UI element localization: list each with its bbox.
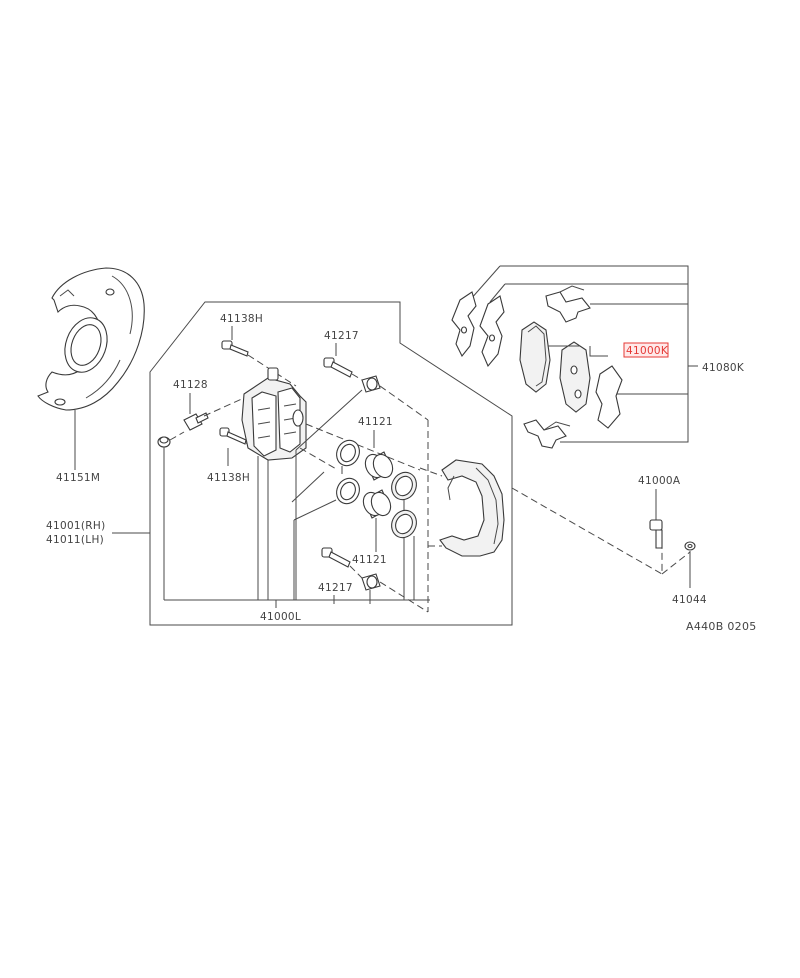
label-41128[interactable]: 41128 [173, 379, 208, 391]
piston-bottom-part[interactable] [360, 489, 394, 519]
label-41001-rh[interactable]: 41001(RH) [46, 520, 106, 532]
bleeder-cap-part[interactable] [157, 436, 171, 448]
brake-pad-inner-part[interactable] [559, 341, 591, 413]
caliper-body-part[interactable] [241, 367, 307, 461]
label-41044[interactable]: 41044 [672, 594, 707, 606]
label-41011-lh[interactable]: 41011(LH) [46, 534, 104, 546]
pin-sleeve-bottom-part[interactable] [321, 547, 351, 568]
piston-seal-top-part[interactable] [333, 437, 364, 470]
anti-squeal-shim-outer-part[interactable] [451, 291, 477, 358]
pad-retainer-clip-bottom-part[interactable] [523, 419, 571, 449]
label-41121-top[interactable]: 41121 [358, 416, 393, 428]
dust-boot-bottom-part[interactable] [387, 506, 421, 542]
pin-boot-bottom-part[interactable] [361, 573, 381, 591]
washer-part[interactable] [684, 541, 696, 551]
pad-kit-bracket [500, 265, 689, 443]
piston-seal-bottom-part[interactable] [333, 475, 364, 508]
caliper-support-bracket-part[interactable] [439, 459, 505, 557]
label-41138h-bottom[interactable]: 41138H [207, 472, 250, 484]
splash-shield-part[interactable] [37, 267, 145, 411]
guide-pin-bolt-bottom-part[interactable] [219, 427, 247, 445]
piston-top-part[interactable] [362, 451, 396, 481]
mounting-bolt-part[interactable] [649, 519, 663, 549]
caliper-assembly-frame [149, 301, 513, 626]
diagram-code: A440B 0205 [686, 620, 757, 633]
label-41138h-top[interactable]: 41138H [220, 313, 263, 325]
part-highlight-41000k[interactable]: 41000K [623, 342, 669, 358]
dust-boot-top-part[interactable] [387, 468, 421, 504]
label-41000l[interactable]: 41000L [260, 611, 301, 623]
label-41217-bottom[interactable]: 41217 [318, 582, 353, 594]
label-41000a[interactable]: 41000A [638, 475, 681, 487]
label-41000k[interactable]: 41000K [626, 345, 669, 357]
brake-pad-outer-part[interactable] [519, 321, 551, 393]
anti-squeal-shim-inner-part[interactable] [479, 295, 505, 368]
pad-retainer-clip-top-part[interactable] [545, 285, 591, 323]
label-41121-bottom[interactable]: 41121 [352, 554, 387, 566]
label-41151m[interactable]: 41151M [56, 472, 100, 484]
guide-pin-bolt-top-part[interactable] [221, 340, 249, 357]
label-41080k[interactable]: 41080K [702, 362, 745, 374]
anti-squeal-shim-backing-part[interactable] [595, 365, 623, 429]
pin-sleeve-top-part[interactable] [323, 357, 353, 378]
pin-boot-top-part[interactable] [361, 375, 381, 393]
label-41217-top[interactable]: 41217 [324, 330, 359, 342]
